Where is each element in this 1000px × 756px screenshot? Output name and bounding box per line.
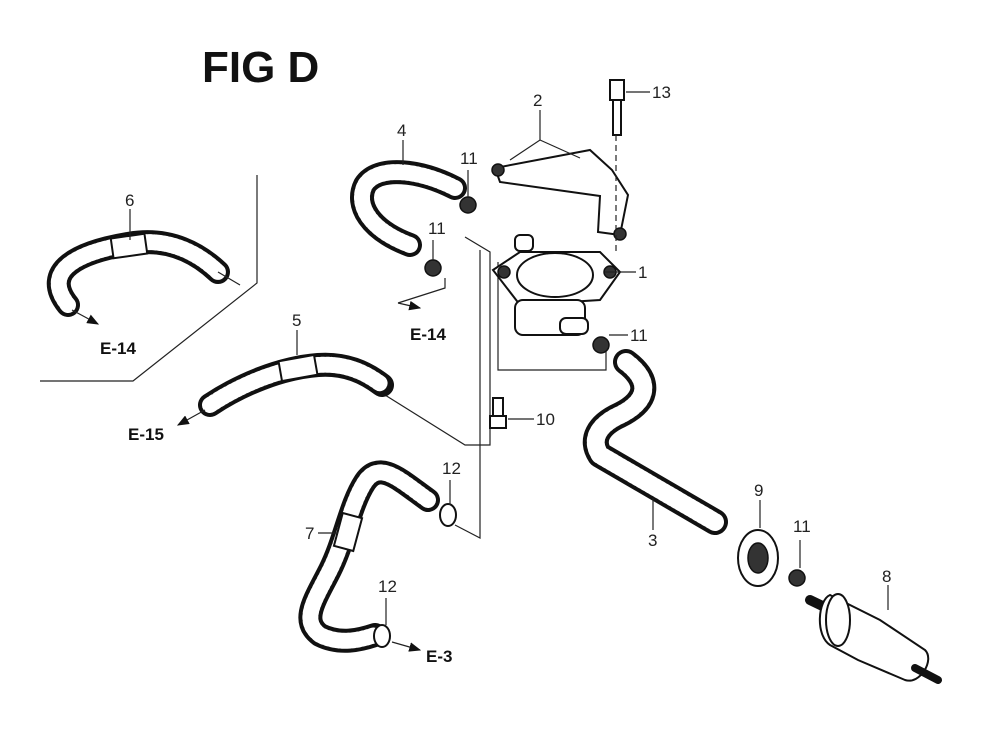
callout-11-top: 11 <box>460 149 478 168</box>
callout-5: 5 <box>292 311 301 330</box>
ref-e15: E-15 <box>128 425 164 444</box>
leader-line-5 <box>384 236 491 446</box>
callout-12-upper: 12 <box>442 459 461 478</box>
hose-3 <box>582 349 728 535</box>
bracket-2 <box>491 148 630 241</box>
callout-8: 8 <box>882 567 891 586</box>
callout-12-lower: 12 <box>378 577 397 596</box>
clamp-11-pump <box>592 336 610 354</box>
callout-7: 7 <box>305 524 314 543</box>
callout-11-mid: 11 <box>428 219 446 238</box>
callout-13: 13 <box>652 83 671 102</box>
callout-6: 6 <box>125 191 134 210</box>
hose-4 <box>350 160 467 257</box>
hose-6 <box>46 230 241 317</box>
callout-11-pump: 11 <box>630 326 648 345</box>
fuel-filter-8 <box>805 593 942 684</box>
grommet-9 <box>737 529 779 587</box>
figure-title: FIG D <box>202 43 319 92</box>
ref-e3: E-3 <box>426 647 452 666</box>
arrow-e14-left <box>71 309 100 325</box>
hose-5 <box>198 352 394 417</box>
clip-12-lower <box>373 624 391 648</box>
callout-2: 2 <box>533 91 542 110</box>
arrow-e14-mid <box>397 300 422 311</box>
hose-7 <box>298 460 440 653</box>
callout-1: 1 <box>638 263 647 282</box>
clamp-11-mid <box>424 259 442 277</box>
callout-9: 9 <box>754 481 763 500</box>
callout-11-filter: 11 <box>793 517 811 536</box>
callout-4: 4 <box>397 121 406 140</box>
clamp-11-filter <box>788 569 806 587</box>
arrow-e15 <box>176 409 206 426</box>
ref-e14-left: E-14 <box>100 339 136 358</box>
bolt-13 <box>609 79 625 136</box>
arrow-e3 <box>391 641 422 652</box>
leader-e14-mid <box>397 278 446 304</box>
ref-e14-mid: E-14 <box>410 325 446 344</box>
fuel-pump-1 <box>491 234 622 336</box>
screw-10 <box>489 397 507 429</box>
callout-3: 3 <box>648 531 657 550</box>
clamp-11-top <box>459 196 477 214</box>
leader-line-10 <box>497 262 607 371</box>
leader-line-12 <box>454 250 481 539</box>
clip-12-upper <box>439 503 457 527</box>
separator-line <box>40 175 258 382</box>
callout-10: 10 <box>536 410 555 429</box>
